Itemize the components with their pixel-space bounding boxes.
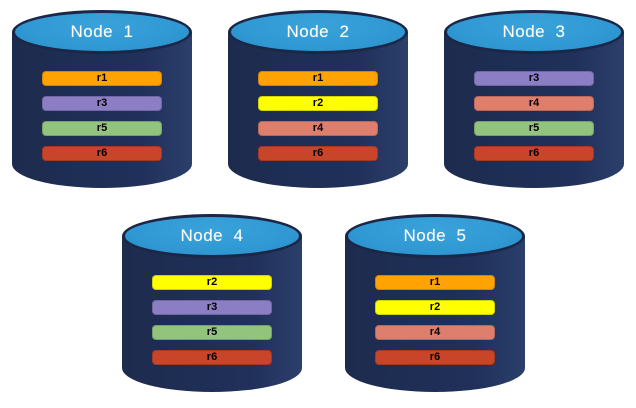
node-title: Node 1 (70, 22, 134, 41)
replica-bar-r3: r3 (474, 71, 594, 86)
node-title: Node 3 (502, 22, 566, 41)
replica-bar-r1: r1 (375, 275, 495, 290)
replica-bar-r6: r6 (42, 146, 162, 161)
node-cylinder: Node 2 r1 r2 r4 r6 (228, 10, 408, 188)
replica-label: r4 (429, 326, 441, 338)
replica-label: r1 (96, 72, 108, 84)
replica-label: r3 (206, 301, 218, 313)
replica-bar-r4: r4 (375, 325, 495, 340)
replica-label: r5 (528, 122, 540, 134)
replica-bar-r5: r5 (474, 121, 594, 136)
replica-label: r3 (528, 72, 540, 84)
cylinder-top-ellipse: Node 3 (444, 10, 624, 54)
replica-label: r1 (312, 72, 324, 84)
replica-label: r5 (96, 122, 108, 134)
replica-bar-r4: r4 (474, 96, 594, 111)
cylinder-top-ellipse: Node 2 (228, 10, 408, 54)
replica-bar-r2: r2 (375, 300, 495, 315)
replica-label: r4 (312, 122, 324, 134)
replica-label: r6 (528, 147, 540, 159)
node-title: Node 2 (286, 22, 350, 41)
replica-bar-r6: r6 (474, 146, 594, 161)
replica-bar-r6: r6 (375, 350, 495, 365)
node-cylinder: Node 5 r1 r2 r4 r6 (345, 214, 525, 392)
replica-bar-list: r1 r3 r5 r6 (42, 71, 162, 171)
replica-label: r2 (312, 97, 324, 109)
cylinder-top-ellipse: Node 1 (12, 10, 192, 54)
replica-bar-r6: r6 (258, 146, 378, 161)
replica-bar-r2: r2 (152, 275, 272, 290)
replica-label: r6 (96, 147, 108, 159)
replica-label: r1 (429, 276, 441, 288)
cylinder-top-ellipse: Node 5 (345, 214, 525, 258)
replica-label: r6 (312, 147, 324, 159)
replica-bar-r1: r1 (258, 71, 378, 86)
replica-bar-list: r1 r2 r4 r6 (258, 71, 378, 171)
replica-label: r2 (206, 276, 218, 288)
replica-bar-list: r3 r4 r5 r6 (474, 71, 594, 171)
node-cylinder: Node 1 r1 r3 r5 r6 (12, 10, 192, 188)
replica-bar-r3: r3 (152, 300, 272, 315)
replica-bar-list: r1 r2 r4 r6 (375, 275, 495, 375)
replica-label: r3 (96, 97, 108, 109)
replica-bar-r4: r4 (258, 121, 378, 136)
replica-bar-r5: r5 (42, 121, 162, 136)
replica-bar-r5: r5 (152, 325, 272, 340)
node-title: Node 5 (403, 226, 467, 245)
replica-label: r5 (206, 326, 218, 338)
replica-label: r2 (429, 301, 441, 313)
replica-bar-list: r2 r3 r5 r6 (152, 275, 272, 375)
replica-bar-r1: r1 (42, 71, 162, 86)
replica-label: r6 (206, 351, 218, 363)
replica-bar-r2: r2 (258, 96, 378, 111)
node-title: Node 4 (180, 226, 244, 245)
node-cylinder: Node 3 r3 r4 r5 r6 (444, 10, 624, 188)
cylinder-top-ellipse: Node 4 (122, 214, 302, 258)
replica-label: r6 (429, 351, 441, 363)
replica-bar-r6: r6 (152, 350, 272, 365)
replica-label: r4 (528, 97, 540, 109)
replica-bar-r3: r3 (42, 96, 162, 111)
node-cylinder: Node 4 r2 r3 r5 r6 (122, 214, 302, 392)
